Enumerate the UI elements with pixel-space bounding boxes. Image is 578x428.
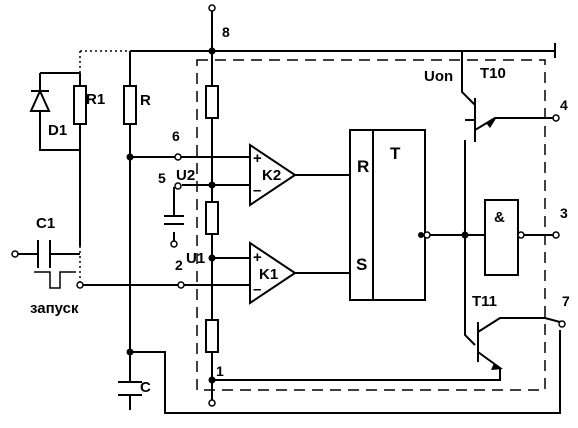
pin4-label: 4: [560, 97, 568, 113]
c-ext-plates: [118, 381, 142, 396]
comparator-outputs: [295, 174, 350, 274]
c1-wire: [18, 253, 180, 286]
d1-diode: [29, 88, 51, 112]
pin7-label: 7: [562, 293, 570, 309]
node-u2: [208, 181, 216, 189]
pin3-label: 3: [560, 205, 568, 221]
r1-label: R1: [86, 91, 105, 108]
trigger-label: T: [390, 144, 401, 163]
divider-resistor-top: [205, 85, 219, 119]
pin7-terminal: [558, 320, 566, 328]
k2-output-dot: [418, 232, 424, 238]
cap5-plates: [164, 215, 184, 225]
node-u1: [208, 254, 216, 262]
c-ext-label: C: [140, 379, 151, 396]
t11-emitter-arrow: [491, 363, 503, 370]
pin5-terminal: [174, 182, 182, 190]
t10-emitter-arrow: [486, 117, 497, 128]
u1-label: U1: [186, 250, 205, 267]
supply-rail: [130, 43, 556, 58]
launch-pulse: [34, 271, 76, 289]
pin6-label: 6: [172, 128, 180, 144]
node-pin8-rail: [208, 47, 216, 55]
pin2-label: 2: [175, 257, 183, 273]
c1-label: C1: [36, 215, 55, 232]
k2-comparator: [249, 143, 297, 207]
k2-label: K2: [262, 167, 281, 184]
t11-label: T11: [472, 293, 497, 310]
c1-terminal: [11, 250, 19, 258]
r1d1-wire: [39, 72, 81, 246]
t11-transistor: [212, 317, 561, 381]
pin4-terminal: [552, 114, 560, 122]
chip-boundary: [196, 59, 546, 391]
pin6-terminal: [174, 153, 182, 161]
and-gate-label: &: [494, 209, 505, 226]
pin2-terminal: [177, 281, 185, 289]
node-r-bottom: [126, 348, 134, 356]
divider-resistor-mid: [205, 201, 219, 235]
k1-comparator: [249, 241, 297, 305]
node-output: [461, 231, 469, 239]
r-ext-label: R: [140, 92, 151, 109]
node-pin1: [208, 376, 216, 384]
r1-resistor: [73, 85, 87, 125]
pin3-terminal: [552, 231, 560, 239]
reset-input-label: R: [357, 157, 369, 176]
pin1-terminal: [208, 399, 216, 407]
r-ext-resistor: [123, 85, 137, 125]
cap5-ground-terminal: [170, 240, 178, 248]
t10-label: T10: [480, 65, 506, 82]
divider-resistor-bot: [205, 319, 219, 353]
node-r-top: [126, 153, 134, 161]
and-gate-bubble: [517, 231, 525, 239]
d1-label: D1: [48, 122, 67, 139]
k2-minus-sign: –: [253, 182, 261, 199]
t10-transistor: [461, 51, 555, 142]
discharge-loop: [130, 330, 561, 414]
and-gate: [484, 199, 519, 276]
k1-minus-sign: –: [253, 281, 261, 298]
pin8-terminal: [208, 4, 216, 12]
launch-label: запуск: [30, 300, 79, 317]
k1-label: K1: [259, 266, 278, 283]
output-net: [425, 140, 485, 346]
c1-plates: [37, 240, 51, 268]
set-input-label: S: [356, 255, 367, 274]
u2-label: U2: [176, 167, 195, 184]
trigger-block: [349, 129, 426, 301]
pin8-label: 8: [222, 24, 230, 40]
launch-node: [76, 281, 84, 289]
trigger-output-terminal: [423, 231, 431, 239]
pin1-label: 1: [216, 363, 224, 379]
uon-label: Uon: [424, 68, 453, 85]
pin5-label: 5: [158, 170, 166, 186]
k2-plus-sign: +: [253, 150, 262, 167]
k1-plus-sign: +: [253, 249, 262, 266]
